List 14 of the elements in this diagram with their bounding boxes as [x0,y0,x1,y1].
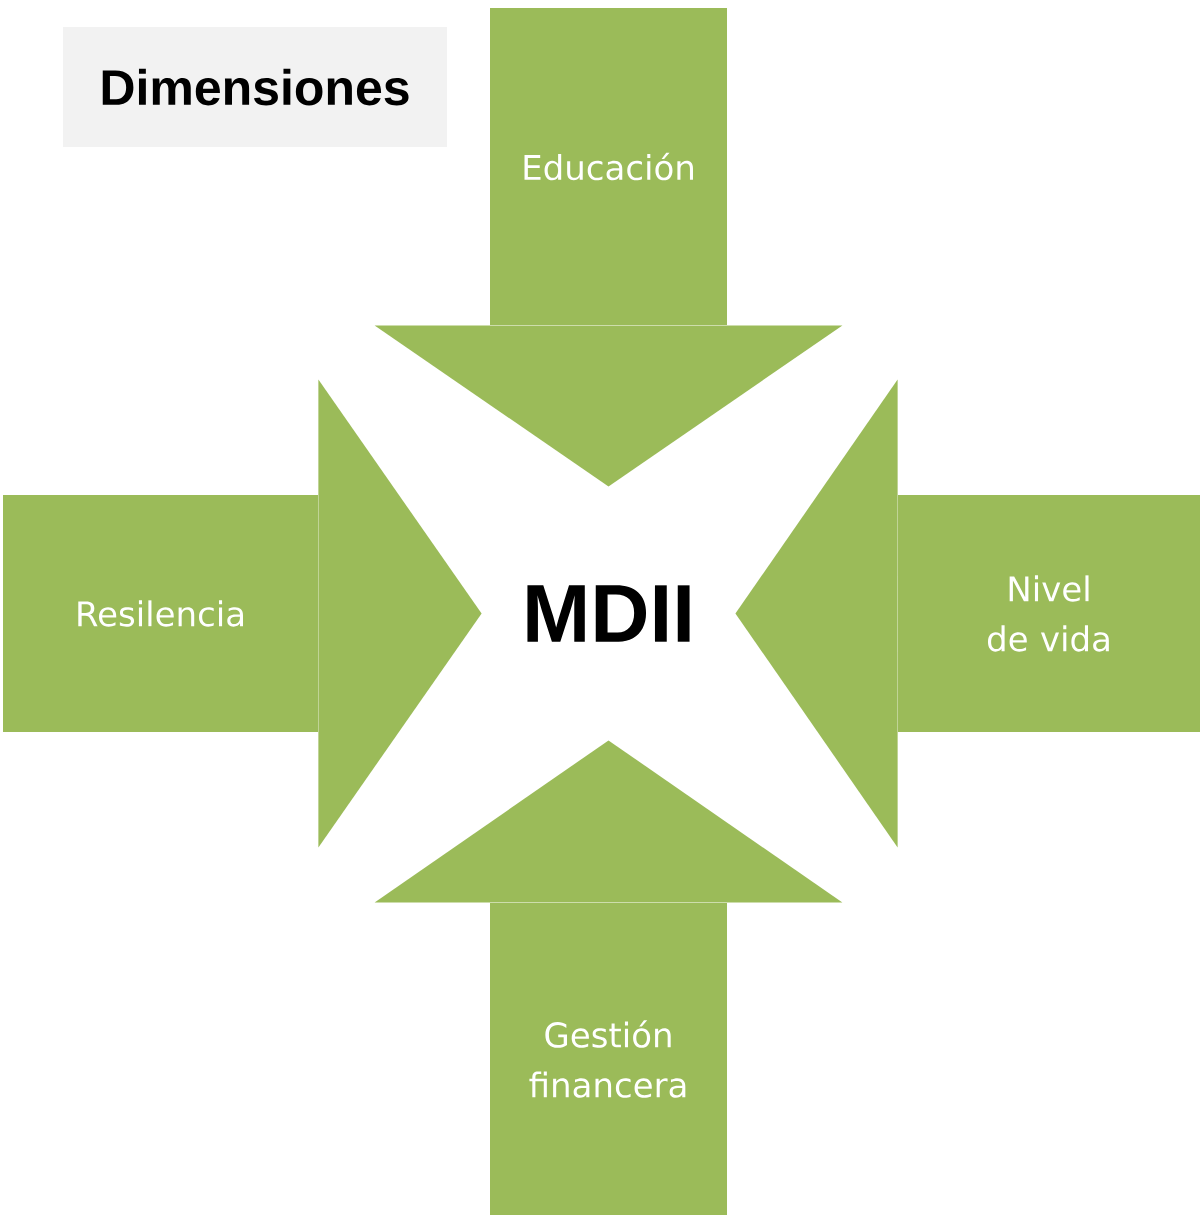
arrow-head [374,325,843,487]
arrow-head [374,740,843,903]
arrow-shaft: Nivel de vida [898,495,1200,732]
arrow-shaft: Educación [490,8,727,325]
arrow-head [735,379,898,848]
node-label: Resilencia [78,600,243,627]
node-label: Nivel de vida [987,575,1109,652]
center-label: MDII [527,585,690,642]
arrow-shaft: Gestión financera [490,903,727,1215]
title-box: Dimensiones [63,27,447,147]
node-label: Gestión financera [529,1020,686,1098]
arrow-head [318,379,482,848]
node-label: Educación [524,152,693,181]
arrow-shaft: Resilencia [3,495,318,732]
